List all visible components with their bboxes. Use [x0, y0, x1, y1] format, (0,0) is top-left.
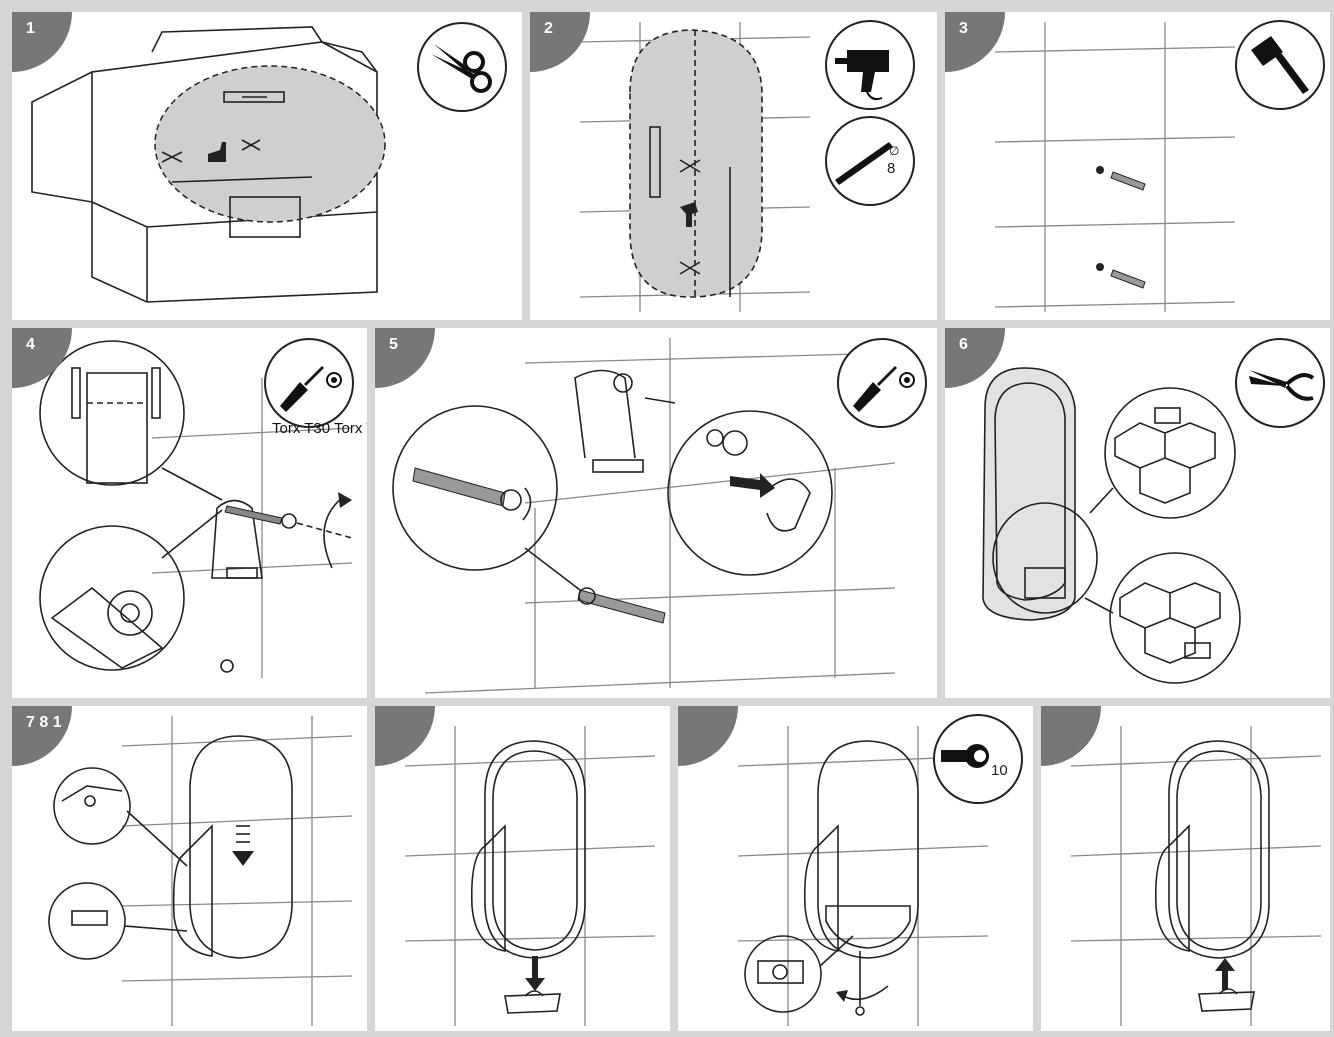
screwdriver-icon [280, 366, 342, 412]
tool-circle [417, 22, 507, 112]
step-4-panel: 4 Torx T30 Torx T15 [12, 328, 367, 698]
drill-bit-size: 8 [887, 160, 896, 177]
step-badge: 3 [945, 12, 1005, 72]
step-number: 6 [959, 336, 968, 353]
step-7-panel: 7 8 1 [12, 706, 367, 1031]
step-number: 2 [544, 20, 553, 37]
tool-circle [1235, 20, 1325, 110]
wrench-size: 10 [991, 762, 1008, 779]
step-8-panel [375, 706, 670, 1031]
step-badge: 5 [375, 328, 435, 388]
step-number: 1 [26, 20, 35, 37]
tool-circle [837, 338, 927, 428]
tool-circle [1235, 338, 1325, 428]
side-cutter-icon [1249, 370, 1315, 401]
step-5-panel: 5 [375, 328, 937, 698]
step-number: 3 [959, 20, 968, 37]
bottom-insert-up-illustration [1070, 726, 1322, 1026]
housing-breakout-illustration [982, 367, 1241, 684]
step-6-panel: 6 [945, 328, 1330, 698]
tool-circle [825, 20, 915, 110]
open-box-illustration [31, 26, 386, 303]
bracket-screwing-illustration [39, 340, 353, 678]
step-10-panel [1041, 706, 1330, 1031]
step-badge: 7 8 1 [12, 706, 72, 766]
torx-label: Torx T30 Torx T15 [272, 420, 367, 437]
step-3-panel: 3 [945, 12, 1330, 320]
step-2-panel: 2 ∅ 8 [530, 12, 937, 320]
hammer-icon [1251, 36, 1309, 94]
wall-marking-illustration [579, 22, 811, 312]
screwdriver-icon [853, 366, 915, 412]
drill-icon [835, 50, 889, 101]
step-9-panel: 10 [678, 706, 1033, 1031]
bottom-screw-tighten-illustration [737, 726, 989, 1026]
diameter-symbol: ∅ [889, 144, 900, 158]
bottom-insert-down-illustration [404, 726, 656, 1026]
dowel-screw-illustration [392, 338, 896, 694]
tool-circle: ∅ 8 [825, 116, 915, 206]
dowel-insertion-illustration [994, 22, 1236, 312]
cover-sliding-illustration [48, 716, 353, 1026]
drill-bit-icon [835, 142, 893, 185]
step-number: 5 [389, 336, 398, 353]
tool-circle: 10 [933, 714, 1023, 804]
wrench-icon [941, 744, 989, 768]
tool-circle [264, 338, 354, 428]
step-number: 7 8 1 [26, 714, 62, 731]
scissors-icon [431, 44, 492, 93]
step-number: 4 [26, 336, 35, 353]
step-badge: 6 [945, 328, 1005, 388]
step-1-panel: 1 [12, 12, 522, 320]
